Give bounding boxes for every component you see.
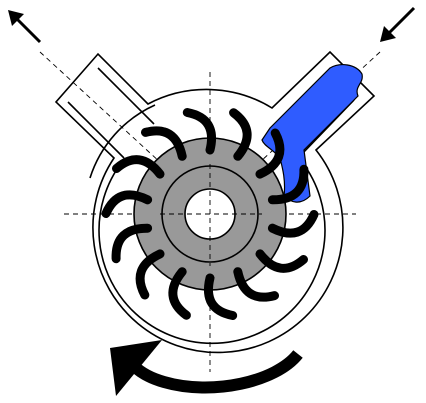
centerlines-over-rotor [160, 164, 262, 266]
casing-outer-outline [89, 104, 156, 179]
vane [111, 223, 153, 264]
arrow-down-left-head [380, 26, 396, 42]
vane [233, 267, 279, 302]
arrow-down-left-icon [386, 6, 416, 36]
vane [182, 108, 216, 155]
vane [168, 267, 191, 320]
casing-outer-wall [54, 50, 376, 354]
vane [267, 164, 309, 205]
vanes [101, 108, 319, 320]
vane [255, 249, 308, 273]
vane [267, 210, 319, 238]
curved-arrow-icon [129, 349, 303, 394]
vane [255, 128, 285, 179]
vane [101, 190, 153, 218]
vane [135, 249, 165, 300]
left-port-inner-line [67, 101, 125, 159]
vane [204, 273, 238, 320]
arrow-up-left-icon [14, 16, 42, 44]
vane [141, 126, 187, 161]
arrow-up-left-head [8, 10, 24, 26]
left-port-inner-line-2 [97, 67, 155, 125]
vane [112, 155, 165, 179]
vane [229, 108, 252, 161]
casing-inner-wall [98, 161, 326, 345]
inlet-arrow [380, 6, 416, 42]
outlet-arrow [8, 10, 42, 44]
rotation-arrow [110, 340, 303, 396]
curved-arrow-head [110, 340, 162, 396]
